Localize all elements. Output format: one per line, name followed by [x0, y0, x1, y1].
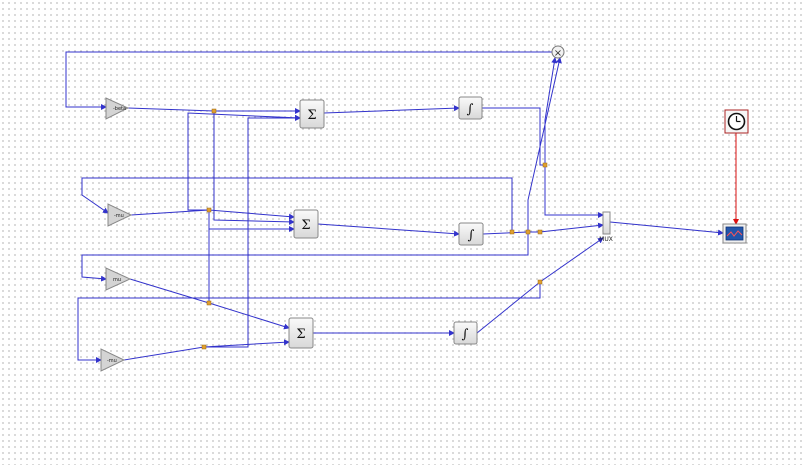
link-int-top-out[interactable] [482, 107, 545, 166]
link-sum-top-to-int-top[interactable] [323, 105, 460, 114]
clock-icon [727, 112, 746, 131]
link-int-bot-loop[interactable] [77, 282, 541, 363]
sum-symbol: Σ [307, 108, 316, 123]
integrator-block-top[interactable]: ∫ [458, 96, 483, 120]
link-mux-to-scope[interactable] [609, 221, 724, 236]
integral-symbol: ∫ [468, 228, 475, 243]
link-mu3-to-sum-top[interactable] [204, 115, 301, 348]
link-mu1-to-split[interactable] [130, 209, 210, 216]
gain-block-mu3[interactable]: -mu [100, 348, 126, 372]
link-mu3-out[interactable] [123, 339, 290, 361]
link-mu2-out[interactable] [129, 278, 210, 304]
clock-block[interactable] [724, 109, 749, 134]
mux-label: MUX [599, 236, 613, 243]
link-loop-to-mu1[interactable] [81, 177, 513, 232]
gain-block-mu2[interactable]: mu [105, 267, 132, 291]
split-point [525, 229, 531, 235]
split-point [211, 108, 217, 114]
integral-symbol: ∫ [467, 102, 474, 117]
link-product-to-beta[interactable] [65, 51, 552, 110]
split-point [509, 229, 515, 235]
link-beta-split-down[interactable] [213, 111, 295, 225]
gain-block-beta[interactable]: -beta [105, 97, 130, 120]
split-point [206, 300, 212, 306]
sum-symbol: Σ [296, 327, 305, 342]
link-int-top-to-product[interactable] [544, 57, 558, 165]
gain-label: -beta [113, 106, 126, 112]
gain-label: -mu [107, 358, 117, 364]
link-mu1-to-sum-mid[interactable] [208, 209, 295, 220]
split-points [201, 108, 548, 350]
integral-symbol: ∫ [462, 327, 469, 342]
gain-label: -mu [114, 213, 124, 219]
sum-symbol: Σ [301, 218, 310, 233]
link-mu2-to-sum-mid[interactable] [208, 226, 295, 303]
split-point [201, 344, 207, 350]
link-mu1-to-sum-bot[interactable] [208, 210, 290, 330]
sum-block-mid[interactable]: Σ [293, 209, 319, 239]
link-int-top-to-mux[interactable] [544, 165, 604, 218]
link-int-mid-to-product[interactable] [527, 57, 562, 232]
link-loop-to-mu2[interactable] [81, 232, 529, 282]
split-point [542, 162, 548, 168]
gain-block-mu1[interactable]: -mu [107, 203, 133, 227]
integrator-block-mid[interactable]: ∫ [458, 222, 484, 246]
sum-block-top[interactable]: Σ [299, 99, 325, 129]
links [65, 51, 724, 363]
product-block[interactable]: × [551, 45, 565, 59]
scope-icon [725, 226, 744, 241]
split-point [206, 207, 212, 213]
split-point [537, 229, 543, 235]
product-symbol: × [554, 48, 562, 59]
gain-label: mu [113, 277, 121, 283]
link-int-mid-out[interactable] [482, 222, 604, 235]
mux-block[interactable]: MUX [599, 211, 613, 243]
split-point [537, 279, 543, 285]
sum-block-bot[interactable]: Σ [288, 317, 314, 349]
integrator-block-bot[interactable]: ∫ [453, 321, 478, 345]
scope-block[interactable] [722, 223, 747, 244]
link-mu1-split-to-sum-top[interactable] [187, 112, 301, 211]
link-sum-mid-to-int-mid[interactable] [317, 223, 460, 237]
